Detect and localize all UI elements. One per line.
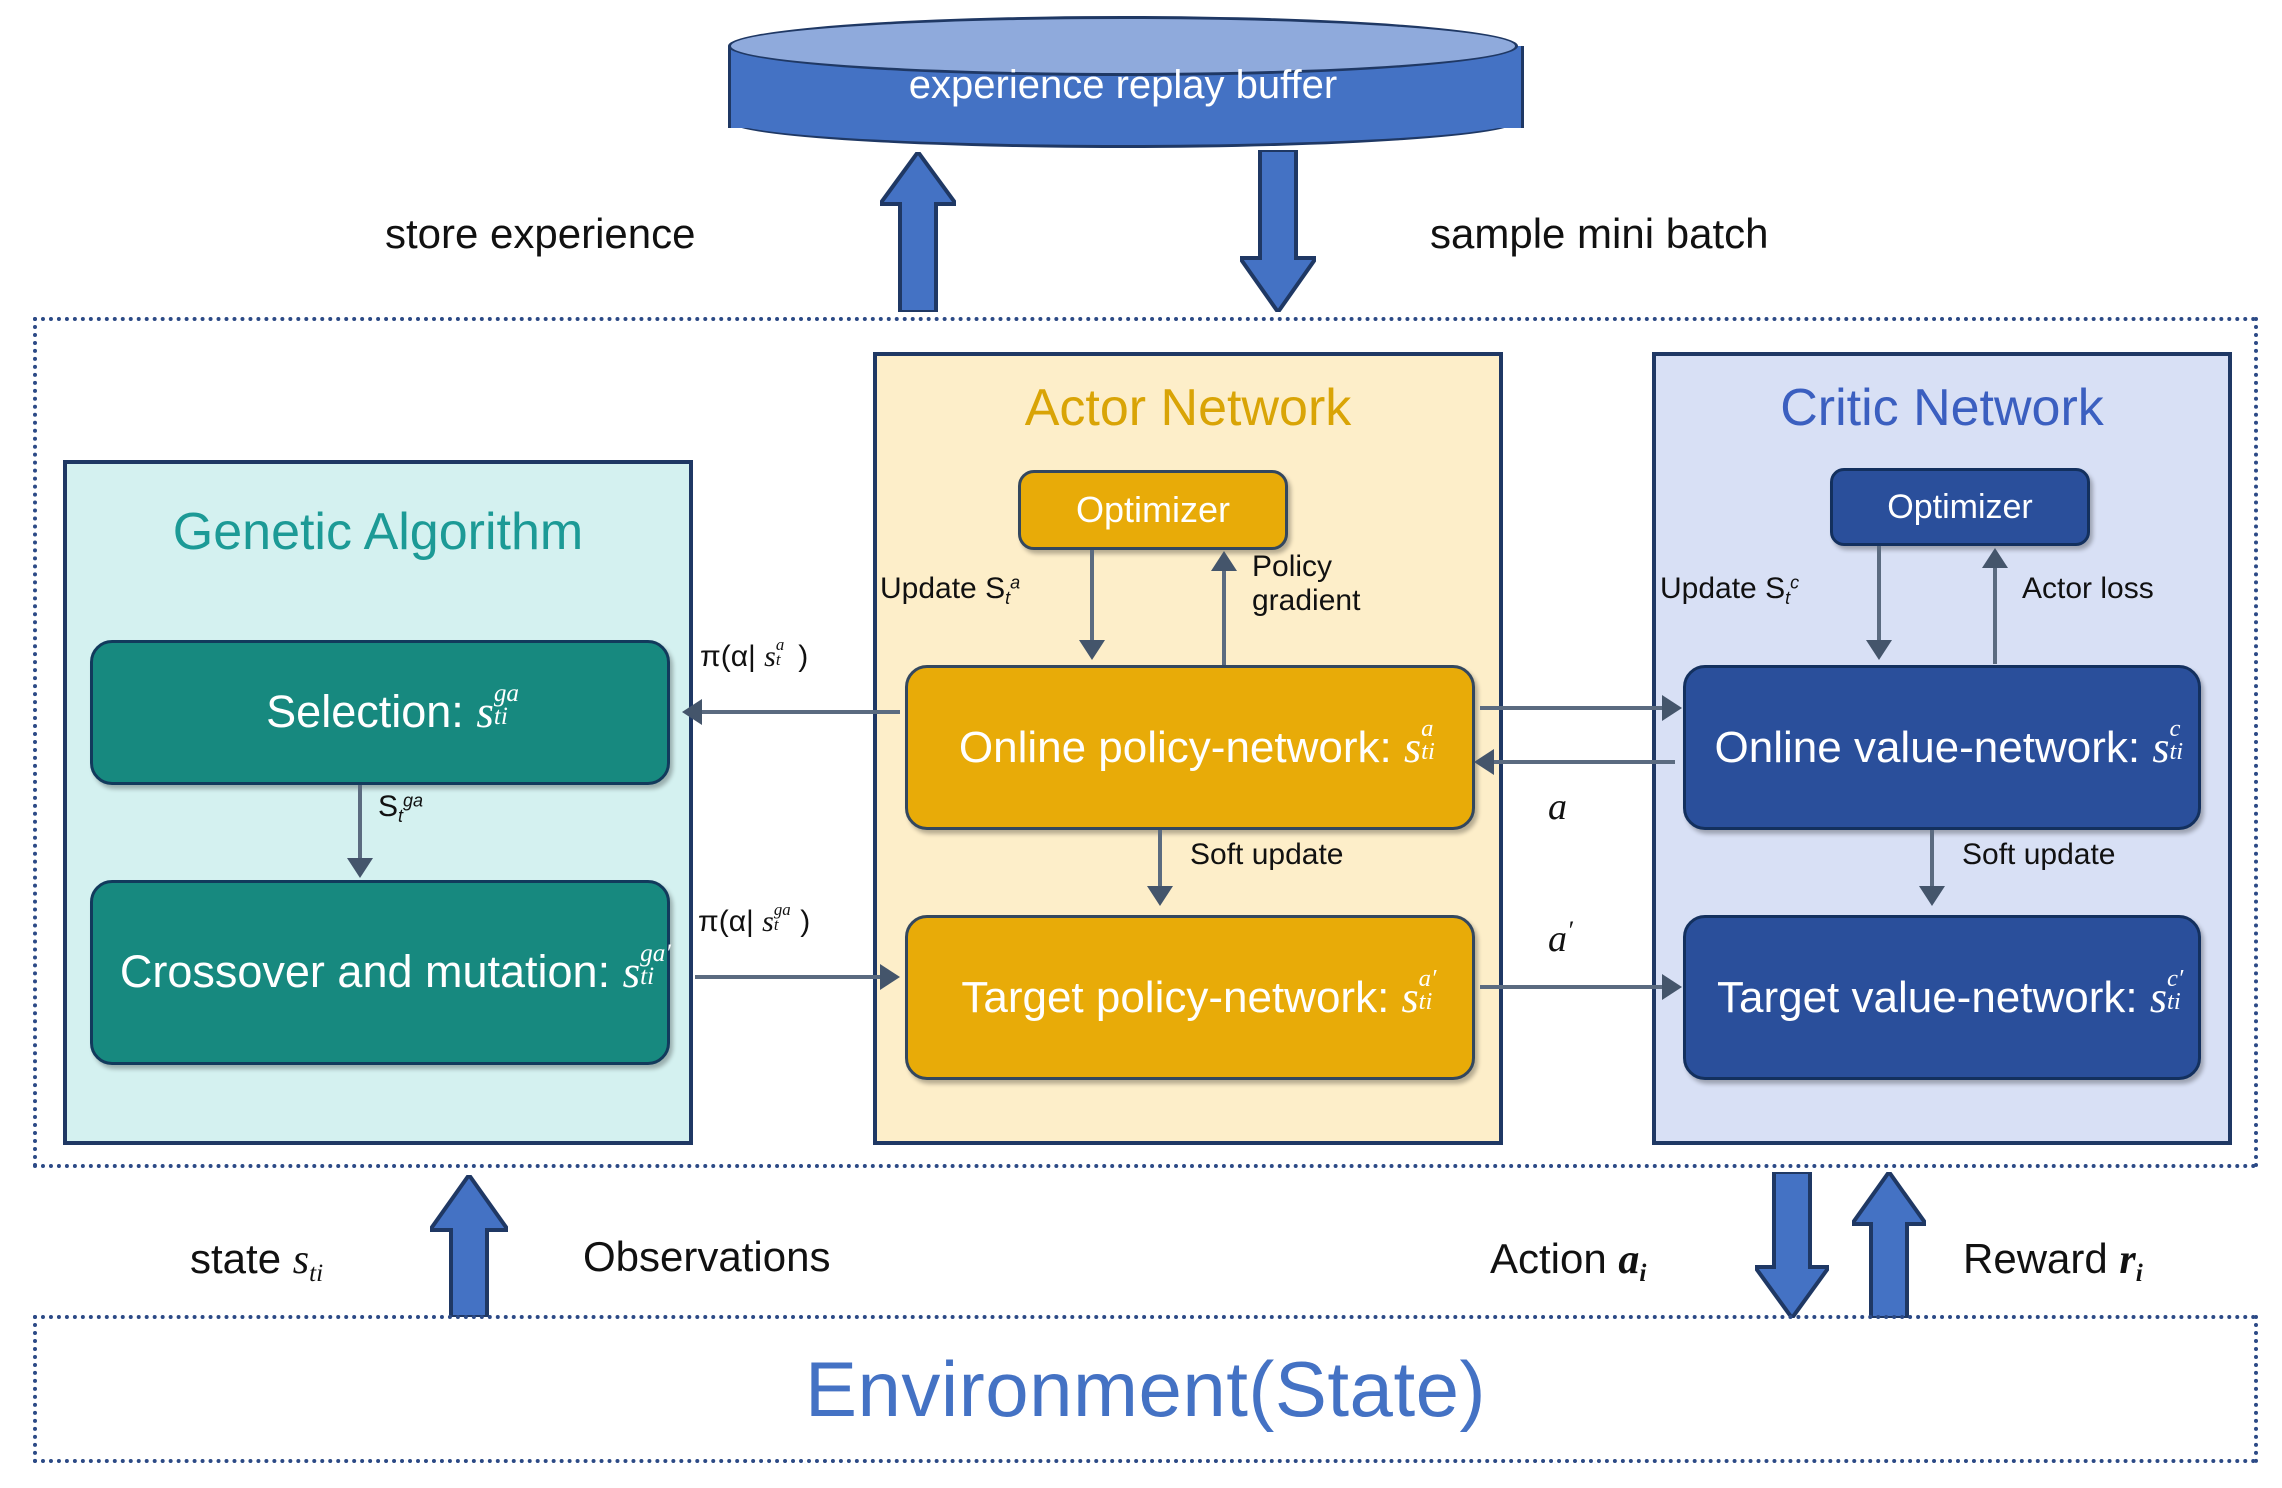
ga-crossover-superscript: ga′ — [640, 939, 671, 967]
environment-label: Environment(State) — [805, 1344, 1486, 1433]
critic-update-line — [1877, 546, 1881, 644]
actor-online-to-critic-arrowhead — [1662, 695, 1682, 721]
ga-selection-label: Selection: — [266, 686, 464, 738]
actor-update-line — [1090, 550, 1094, 645]
ga-selection-subscript: ti — [493, 702, 508, 730]
actor-soft-update-label: Soft update — [1190, 838, 1344, 871]
critic-online-label: Online value-network: — [1714, 722, 2141, 772]
actor-online-superscript: a — [1421, 715, 1434, 743]
actor-target-to-critic-arrowhead — [1662, 974, 1682, 1000]
sample-mini-batch-label: sample mini batch — [1430, 210, 1769, 257]
critic-online-to-actor-arrowhead — [1474, 749, 1494, 775]
actor-network-title: Actor Network — [1024, 379, 1352, 437]
critic-soft-update-arrowhead — [1919, 886, 1945, 906]
reward-arrow — [1852, 1172, 1926, 1318]
ga-selection-superscript: ga — [493, 679, 520, 707]
buffer-label: experience replay buffer — [908, 62, 1338, 107]
actor-online-symbol: s — [1403, 722, 1422, 772]
actor-target-symbol: s — [1401, 972, 1419, 1022]
critic-target-subscript: ti — [2167, 988, 2181, 1016]
sample-mini-batch-arrow — [1240, 150, 1316, 312]
cylinder-top — [728, 16, 1518, 76]
critic-soft-update-line — [1930, 830, 1934, 890]
actor-online-subscript: ti — [1421, 738, 1435, 766]
actor-update-label: Update Sta — [880, 572, 1021, 608]
critic-online-to-actor-line — [1490, 760, 1675, 764]
store-experience-arrow — [880, 152, 956, 312]
ga-to-actor-arrowhead — [880, 964, 900, 990]
ga-to-actor-line — [695, 975, 885, 979]
ga-internal-arrowhead — [347, 858, 373, 878]
ga-selection-symbol: s — [476, 687, 494, 738]
critic-online-symbol: s — [2152, 722, 2170, 772]
action-a-edge-label: a — [1548, 786, 1567, 828]
action-a-prime-edge-label: a′ — [1548, 915, 1573, 960]
critic-network-title: Critic Network — [1780, 379, 2104, 437]
critic-online-subscript: ti — [2169, 738, 2184, 766]
critic-target-superscript: c′ — [2167, 965, 2184, 993]
ga-crossover-label: Crossover and mutation: — [119, 946, 611, 998]
critic-target-symbol: s — [2149, 972, 2167, 1022]
actor-target-label: Target policy-network: — [961, 972, 1390, 1022]
actor-soft-update-arrowhead — [1147, 886, 1173, 906]
critic-target-label: Target value-network: — [1716, 972, 2138, 1022]
critic-optimizer-node[interactable]: Optimizer — [1830, 468, 2090, 546]
actor-soft-update-line — [1158, 830, 1162, 890]
critic-optimizer-label: Optimizer — [1887, 487, 2033, 526]
critic-loss-arrowhead — [1982, 548, 2008, 568]
ga-internal-edge-label: Stga — [378, 790, 424, 826]
ga-crossover-subscript: ti — [640, 962, 655, 990]
ga-internal-line — [358, 785, 362, 863]
critic-soft-update-label: Soft update — [1962, 838, 2116, 871]
environment-container: Environment(State) — [33, 1315, 2258, 1463]
observations-label: Observations — [583, 1233, 831, 1280]
actor-online-to-critic-line — [1480, 706, 1670, 710]
actor-optimizer-label: Optimizer — [1075, 488, 1231, 530]
actor-policy-gradient-label: Policy gradient — [1252, 550, 1361, 617]
store-experience-label: store experience — [385, 210, 696, 257]
actor-to-ga-line — [700, 710, 900, 714]
critic-update-arrowhead — [1866, 640, 1892, 660]
observations-arrow — [430, 1175, 508, 1317]
actor-optimizer-node[interactable]: Optimizer — [1018, 470, 1288, 550]
actor-target-subscript: ti — [1418, 988, 1433, 1016]
actor-target-to-critic-line — [1480, 985, 1670, 989]
actor-gradient-line — [1222, 565, 1226, 665]
actor-gradient-arrowhead — [1211, 551, 1237, 571]
experience-replay-buffer: experience replay buffer — [728, 16, 1524, 148]
reward-label: Reward ri — [1963, 1235, 2143, 1288]
state-label: state sti — [190, 1235, 324, 1288]
actor-target-superscript: a′ — [1418, 965, 1437, 993]
actor-to-ga-arrowhead — [682, 699, 702, 725]
genetic-algorithm-title: Genetic Algorithm — [172, 503, 584, 561]
action-arrow — [1755, 1172, 1829, 1318]
critic-actor-loss-label: Actor loss — [2022, 572, 2154, 605]
ga-crossover-symbol: s — [622, 947, 641, 998]
actor-online-label: Online policy-network: — [958, 722, 1392, 772]
critic-online-superscript: c — [2169, 715, 2181, 743]
agent-container — [33, 317, 2258, 1168]
critic-update-label: Update Stc — [1660, 572, 1800, 608]
actor-update-arrowhead — [1079, 640, 1105, 660]
action-label: Action ai — [1490, 1235, 1647, 1288]
critic-loss-line — [1993, 562, 1997, 664]
